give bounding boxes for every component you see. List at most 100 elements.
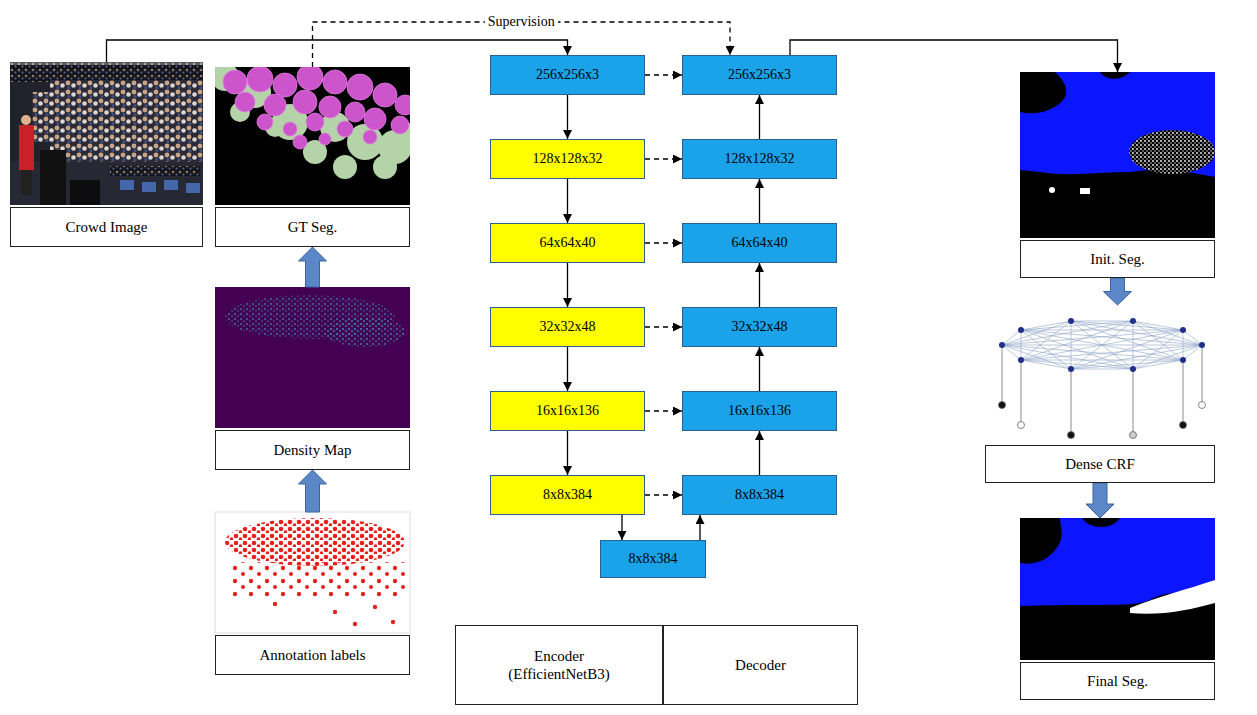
crf-graph-part-part xyxy=(1130,318,1136,324)
initial-segmentation-part xyxy=(1020,72,1215,177)
decoder-block: 256x256x3 xyxy=(682,55,837,95)
crowd-photo-part xyxy=(120,180,134,190)
annotation-dots-part xyxy=(273,602,277,606)
decoder-block: 128x128x32 xyxy=(682,139,837,179)
gt-segmentation-part-part xyxy=(235,92,255,112)
crowd-photo-part xyxy=(32,92,52,142)
layer-label: Decoder xyxy=(735,656,786,674)
crf-graph-part-part xyxy=(999,342,1005,348)
gt-segmentation-part-part xyxy=(293,90,317,114)
initial-segmentation-part xyxy=(1129,130,1215,174)
crf-graph-part-part xyxy=(1199,342,1205,348)
layer-label: 32x32x48 xyxy=(732,319,788,336)
gt-segmentation-part-part xyxy=(395,95,410,115)
crowd-photo-part xyxy=(40,150,66,205)
decoder-block: 16x16x136 xyxy=(682,391,837,431)
crowd-photo xyxy=(10,62,203,205)
crowd-photo-part xyxy=(19,125,34,170)
crf-graph-part-part xyxy=(1180,357,1186,363)
crf-graph-part-part xyxy=(1068,318,1074,324)
skip-connection xyxy=(645,242,682,243)
layer-label: 32x32x48 xyxy=(540,319,596,336)
crf-graph-part xyxy=(999,402,1206,439)
caption-text: Final Seg. xyxy=(1087,672,1148,690)
layer-label: 256x256x3 xyxy=(536,67,599,84)
skip-connection xyxy=(645,410,682,411)
final-segmentation xyxy=(1020,518,1215,660)
encoder-block: 128x128x32 xyxy=(490,139,645,179)
gt-segmentation-part-part xyxy=(347,74,373,100)
decoder-block: 32x32x48 xyxy=(682,307,837,347)
crowd-photo-part xyxy=(70,180,100,205)
crf-graph-part-part xyxy=(999,402,1006,409)
gt-segmentation xyxy=(215,67,410,205)
bottleneck-block: 8x8x384 xyxy=(600,540,706,578)
caption-box: Init. Seg. xyxy=(1020,240,1215,278)
gt-segmentation-part-part xyxy=(293,135,307,149)
gt-segmentation-part-part xyxy=(364,108,386,130)
annotation-dots-part xyxy=(391,620,395,624)
crowd-photo-part xyxy=(10,62,203,82)
crf-graph-part-part xyxy=(1180,327,1186,333)
initial-segmentation-part xyxy=(1080,188,1090,194)
encoder-block: 32x32x48 xyxy=(490,307,645,347)
edge-label: Supervision xyxy=(485,14,558,31)
crf-graph-part-part xyxy=(1068,432,1075,439)
image-panel: Dense CRF xyxy=(985,305,1215,483)
flow-arrow xyxy=(759,263,760,307)
crowd-photo-part xyxy=(21,115,31,125)
image-panel: Annotation labels xyxy=(215,512,410,675)
caption-text: Density Map xyxy=(274,441,352,459)
crf-graph-part-part xyxy=(1180,422,1187,429)
crowd-photo-part xyxy=(10,162,203,205)
caption-box: Final Seg. xyxy=(1020,662,1215,700)
flow-arrow xyxy=(567,179,568,223)
annotation-dots-part xyxy=(353,622,357,626)
crowd-photo-part xyxy=(186,183,200,193)
initial-segmentation-part xyxy=(1020,72,1215,238)
decoder-block: 64x64x40 xyxy=(682,223,837,263)
flow-arrow xyxy=(759,179,760,223)
gt-segmentation-part-part xyxy=(247,67,273,92)
crf-graph-part xyxy=(1002,321,1202,369)
gt-segmentation-part-part xyxy=(306,113,324,131)
initial-segmentation-part xyxy=(1100,72,1130,79)
crf-graph-part-part xyxy=(1018,422,1025,429)
initial-segmentation-part xyxy=(1129,130,1215,174)
section-label: Decoder xyxy=(663,625,858,705)
layer-label: 16x16x136 xyxy=(728,403,791,420)
block-arrow xyxy=(299,247,327,287)
annotation-dots-part xyxy=(333,610,337,614)
image-panel: Crowd Image xyxy=(10,62,203,247)
flow-arrow xyxy=(567,95,568,139)
initial-segmentation xyxy=(1020,72,1215,238)
initial-segmentation-part xyxy=(1049,187,1055,193)
caption-text: Crowd Image xyxy=(65,218,147,236)
crf-graph-part-part xyxy=(1130,432,1137,439)
layer-label: 64x64x40 xyxy=(732,235,788,252)
layer-label: 256x256x3 xyxy=(728,67,791,84)
section-label: Encoder (EfficientNetB3) xyxy=(455,625,663,705)
gt-segmentation-part-part xyxy=(333,155,357,179)
encoder-block: 8x8x384 xyxy=(490,475,645,515)
gt-segmentation-part-part xyxy=(273,73,297,97)
gt-segmentation-part xyxy=(215,67,410,179)
image-panel: Init. Seg. xyxy=(1020,72,1215,278)
gt-segmentation-part-part xyxy=(345,102,365,122)
caption-box: Dense CRF xyxy=(985,445,1215,483)
crf-graph-part-part xyxy=(1199,402,1206,409)
annotation-dots-part xyxy=(215,512,410,633)
image-panel: Density Map xyxy=(215,287,410,470)
decoder-block: 8x8x384 xyxy=(682,475,837,515)
density-map-part xyxy=(325,317,405,347)
flow-arrow xyxy=(567,431,568,475)
caption-box: Annotation labels xyxy=(215,635,410,675)
layer-label: 8x8x384 xyxy=(629,551,678,568)
caption-text: Annotation labels xyxy=(259,646,365,664)
block-arrow xyxy=(1104,278,1132,305)
caption-box: Crowd Image xyxy=(10,207,203,247)
density-map-part xyxy=(215,287,410,428)
